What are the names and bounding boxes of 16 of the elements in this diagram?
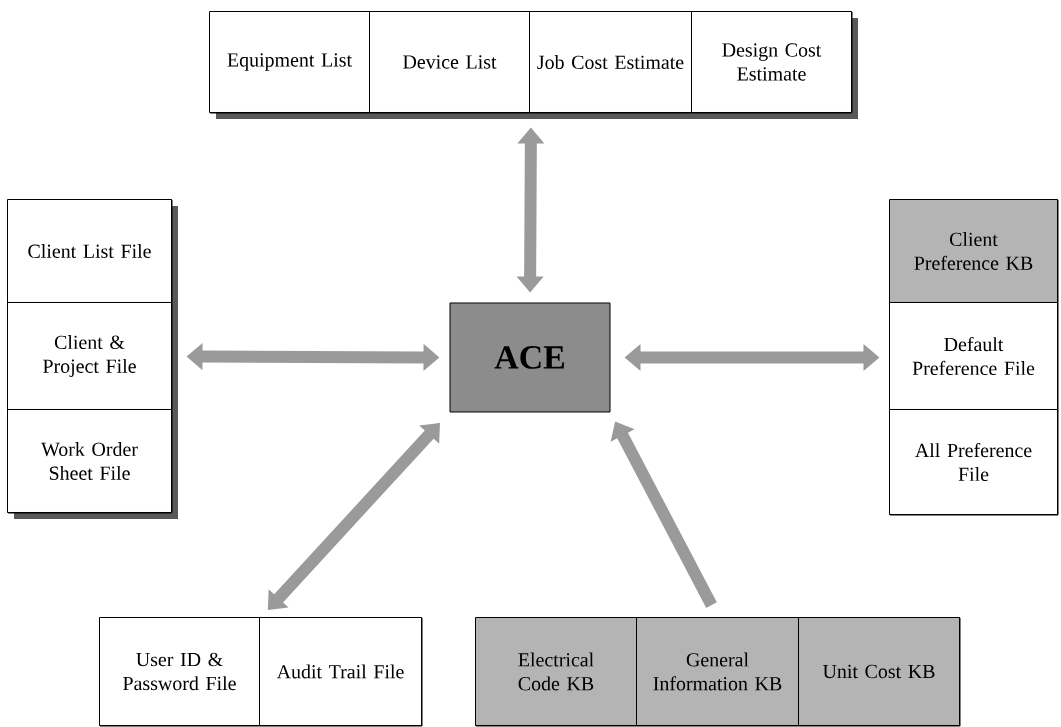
file-box: Design Cost Estimate	[691, 11, 852, 113]
file-box: Default Preference File	[889, 302, 1058, 410]
file-box: Job Cost Estimate	[529, 11, 692, 113]
file-box: General Information KB	[636, 617, 799, 726]
file-box: Audit Trail File	[259, 617, 422, 726]
file-box: Equipment List	[209, 11, 370, 113]
file-box: Work Order Sheet File	[7, 409, 172, 513]
file-box: Electrical Code KB	[475, 617, 637, 726]
file-box: Client Preference KB	[889, 199, 1058, 303]
file-box: User ID & Password File	[99, 617, 260, 726]
file-box: Client & Project File	[7, 302, 172, 410]
file-box: All Preference File	[889, 409, 1058, 515]
file-box: Client List File	[7, 199, 172, 303]
file-box: Device List	[369, 11, 530, 113]
file-box: Unit Cost KB	[798, 617, 960, 726]
system-box: ACE	[449, 302, 611, 413]
